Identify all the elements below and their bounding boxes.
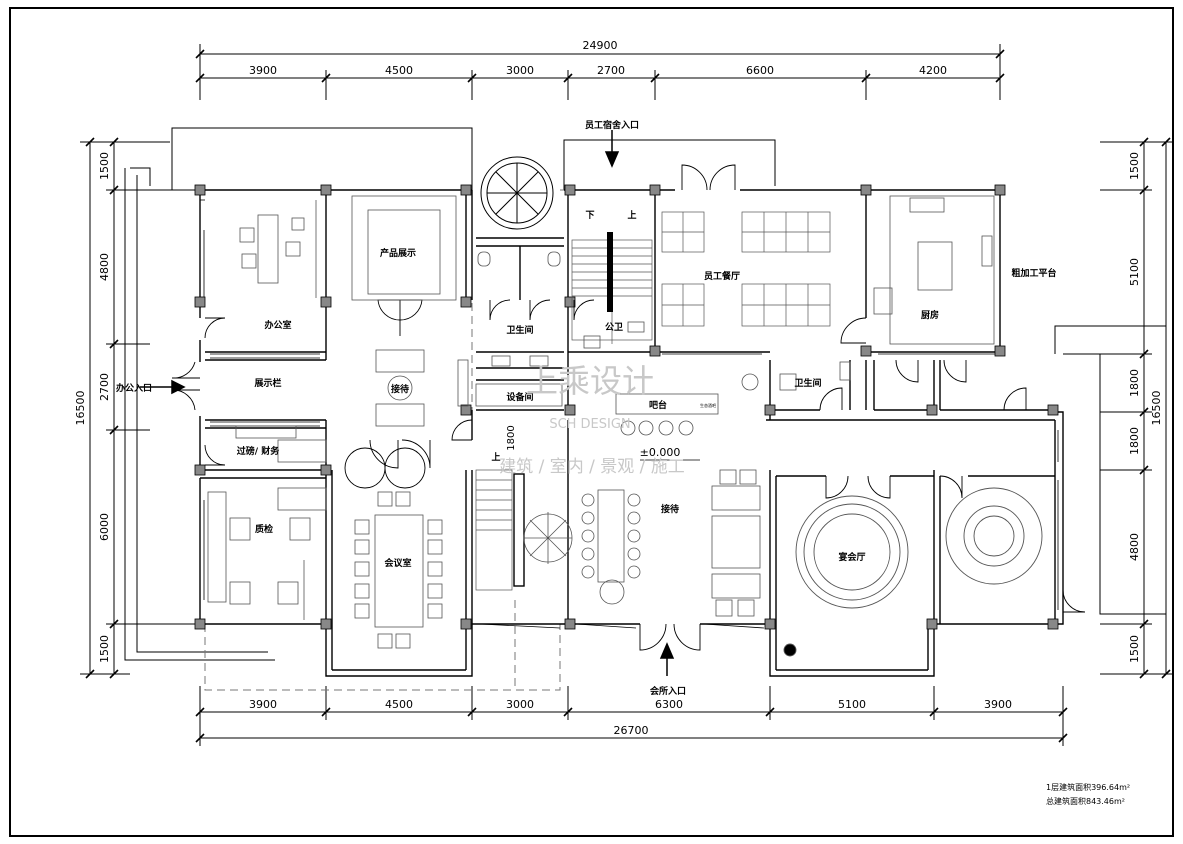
dining-furniture xyxy=(661,211,831,327)
dim-bottom-seg: 6300 xyxy=(655,698,683,711)
room-bar: 吧台 xyxy=(649,399,667,411)
stair-dim: 1800 xyxy=(506,425,517,450)
staff-dorm-entrance: 员工宿舍入口 xyxy=(585,119,639,131)
watermark-services: 建筑 / 室内 / 景观 / 施工 xyxy=(499,457,685,477)
dim-top-seg: 6600 xyxy=(746,64,774,77)
room-restroom-right: 卫生间 xyxy=(794,377,821,389)
room-reception-main: 接待 xyxy=(661,503,679,515)
dim-bottom-total: 26700 xyxy=(614,724,649,737)
kitchen-furniture xyxy=(873,195,995,345)
room-rough-processing: 粗加工平台 xyxy=(1011,267,1056,279)
entrance-arrows xyxy=(140,130,675,676)
stair-up-label: 上 xyxy=(627,209,636,221)
watermark: 上乘设计 SCH DESIGN 建筑 / 室内 / 景观 / 施工 xyxy=(499,362,685,477)
stairs xyxy=(475,235,653,591)
area-note-floor1: 1层建筑面积396.64m² xyxy=(1046,782,1130,792)
room-kitchen: 厨房 xyxy=(921,309,939,321)
dim-bottom-seg: 3000 xyxy=(506,698,534,711)
dim-right-seg: 5100 xyxy=(1128,258,1141,286)
dim-bottom-seg: 3900 xyxy=(984,698,1012,711)
dim-top-seg: 2700 xyxy=(597,64,625,77)
elevation-mark: ±0.000 xyxy=(640,446,681,459)
room-banquet-hall: 宴会厅 xyxy=(838,551,865,563)
walls xyxy=(199,189,1064,677)
room-transit-finance: 过磅/ 财务 xyxy=(237,445,280,457)
dim-right-total: 16500 xyxy=(1150,391,1163,426)
columns xyxy=(194,184,1059,630)
dim-bottom-seg: 4500 xyxy=(385,698,413,711)
dim-right-seg: 4800 xyxy=(1128,533,1141,561)
drawing-frame xyxy=(9,7,1174,837)
meeting-furniture xyxy=(354,491,443,649)
dim-bottom-seg: 3900 xyxy=(249,698,277,711)
banquet-tables xyxy=(783,487,1043,657)
dimension-labels: 24900 3900 4500 3000 2700 6600 4200 3900… xyxy=(74,39,1163,737)
dim-left-seg: 1500 xyxy=(98,152,111,180)
dim-top-seg: 3900 xyxy=(249,64,277,77)
room-display-area: 展示栏 xyxy=(254,377,281,389)
restroom-fixtures xyxy=(457,251,851,407)
room-labels: 办公室 产品展示 展示栏 接待 过磅/ 财务 质检 会议室 卫生间 公卫 设备间… xyxy=(237,209,1057,569)
dim-left-seg: 1500 xyxy=(98,635,111,663)
dim-top-seg: 4500 xyxy=(385,64,413,77)
room-quality-check: 质检 xyxy=(255,523,273,535)
dimension-ticks xyxy=(85,49,1171,743)
stair-handrail xyxy=(607,232,613,312)
room-equipment: 设备间 xyxy=(506,391,533,403)
dim-right-seg: 1800 xyxy=(1128,369,1141,397)
room-reception-small: 接待 xyxy=(391,383,409,395)
stair-down-label: 下 xyxy=(585,210,594,221)
room-office: 办公室 xyxy=(264,319,291,331)
dim-right-seg: 1500 xyxy=(1128,152,1141,180)
office-entrance: 办公入口 xyxy=(116,382,152,394)
watermark-brand: 上乘设计 xyxy=(526,362,654,400)
windows xyxy=(200,199,1059,629)
tree-symbol xyxy=(480,156,554,230)
watermark-english: SCH DESIGN xyxy=(549,417,630,432)
bar-furniture xyxy=(615,373,759,436)
dim-left-seg: 2700 xyxy=(98,373,111,401)
club-entrance: 会所入口 xyxy=(650,685,686,697)
dim-left-total: 16500 xyxy=(74,391,87,426)
dim-bottom-seg: 5100 xyxy=(838,698,866,711)
room-product-display: 产品展示 xyxy=(380,247,416,259)
room-staff-dining: 员工餐厅 xyxy=(704,270,740,282)
dim-left-seg: 6000 xyxy=(98,513,111,541)
dashed-outlines xyxy=(204,189,650,691)
bar-sign: 生态酒吧 xyxy=(700,402,716,408)
room-restroom: 卫生间 xyxy=(506,324,533,336)
site-outlines xyxy=(124,127,1166,661)
area-note-total: 总建筑面积843.46m² xyxy=(1046,796,1125,806)
entrance-labels: 员工宿舍入口 办公入口 会所入口 xyxy=(116,119,686,697)
stair-up-label-2: 上 xyxy=(491,451,500,463)
dim-top-seg: 4200 xyxy=(919,64,947,77)
dim-right-seg: 1800 xyxy=(1128,427,1141,455)
room-meeting: 会议室 xyxy=(384,557,411,569)
room-public-restroom: 公卫 xyxy=(605,322,623,333)
dim-right-seg: 1500 xyxy=(1128,635,1141,663)
reception-furniture xyxy=(523,469,761,617)
dim-top-total: 24900 xyxy=(583,39,618,52)
office-furniture xyxy=(207,195,457,620)
dim-left-seg: 4800 xyxy=(98,253,111,281)
dim-top-seg: 3000 xyxy=(506,64,534,77)
doors xyxy=(171,164,1086,651)
